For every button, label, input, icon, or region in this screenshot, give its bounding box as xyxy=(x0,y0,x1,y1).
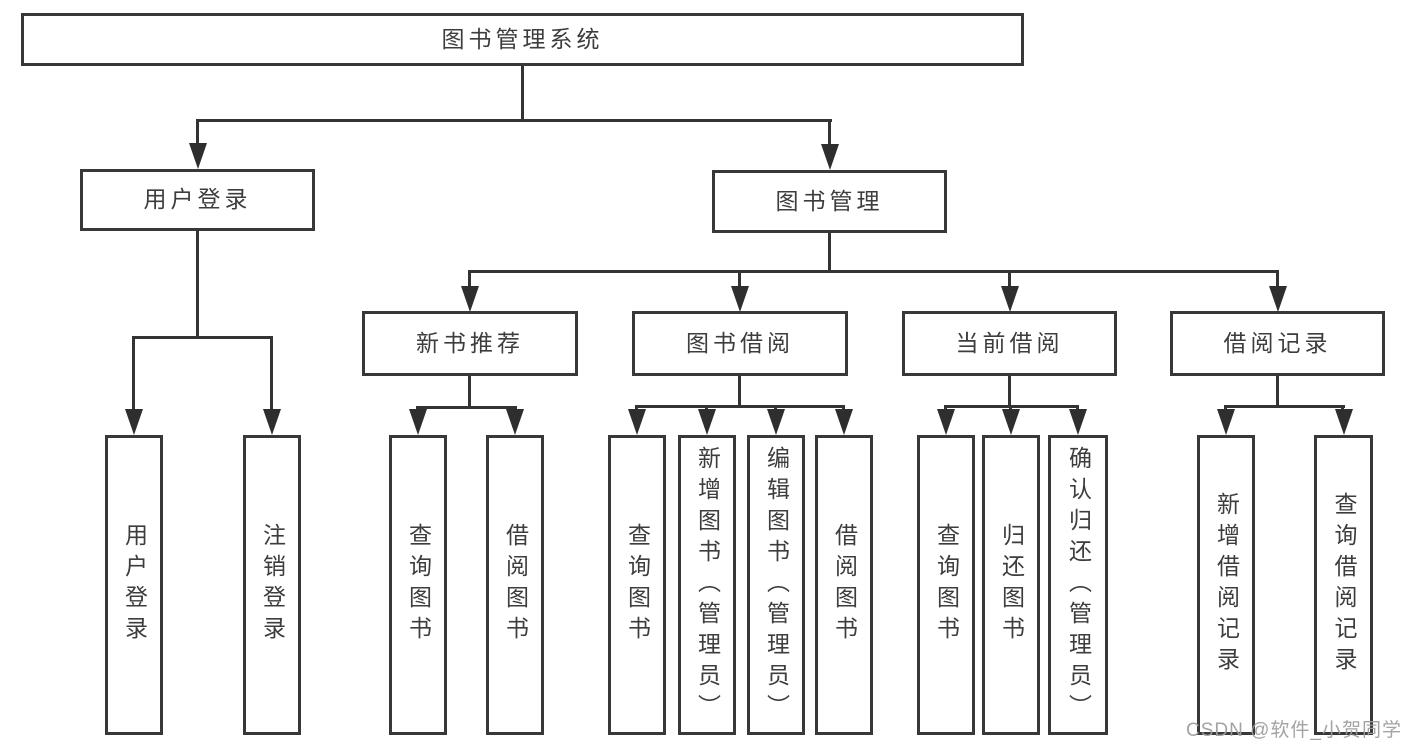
node-leaf-nbr-borrow-books: 借阅图书 xyxy=(486,435,544,735)
node-leaf-cb-confirm-return: 确认归还（管理员） xyxy=(1048,435,1108,735)
node-label: 新书推荐 xyxy=(416,329,524,356)
arrow-down-icon xyxy=(124,409,143,435)
node-book-borrowing: 图书借阅 xyxy=(632,311,848,376)
node-label: 用户登录 xyxy=(143,186,252,213)
node-label: 注销登录 xyxy=(259,523,286,647)
connector-line xyxy=(1276,376,1279,407)
connector-line xyxy=(270,336,273,411)
node-leaf-bb-edit-books: 编辑图书（管理员） xyxy=(747,435,805,735)
connector-line xyxy=(521,66,524,121)
connector-line xyxy=(1009,405,1012,412)
arrow-down-icon xyxy=(1068,409,1087,435)
node-borrowing-records: 借阅记录 xyxy=(1170,311,1385,376)
arrow-down-icon xyxy=(408,409,427,435)
node-label: 确认归还（管理员） xyxy=(1065,445,1092,725)
connector-line xyxy=(196,119,199,145)
node-leaf-cb-return-books: 归还图书 xyxy=(982,435,1040,735)
connector-line xyxy=(635,405,845,408)
arrow-down-icon xyxy=(627,409,646,435)
node-label: 图书管理系统 xyxy=(441,25,604,52)
node-label: 新增借阅记录 xyxy=(1213,492,1240,678)
node-leaf-nbr-query-books: 查询图书 xyxy=(389,435,447,735)
node-label: 借阅记录 xyxy=(1223,329,1332,356)
arrow-down-icon xyxy=(505,409,524,435)
arrow-down-icon xyxy=(834,409,853,435)
node-current-borrowing: 当前借阅 xyxy=(902,311,1117,376)
connector-line xyxy=(842,405,845,412)
csdn-watermark: CSDN @软件_小贺同学 xyxy=(1186,720,1402,741)
node-label: 查询图书 xyxy=(624,523,651,647)
connector-line xyxy=(1276,270,1279,288)
arrow-down-icon xyxy=(460,286,479,312)
arrow-down-icon xyxy=(730,286,749,312)
node-book-management: 图书管理 xyxy=(712,170,947,233)
node-label: 查询图书 xyxy=(933,523,960,647)
connector-line xyxy=(1224,405,1345,408)
node-label: 借阅图书 xyxy=(502,523,529,647)
node-new-book-recommend: 新书推荐 xyxy=(362,311,578,376)
arrow-down-icon xyxy=(1000,286,1019,312)
connector-line xyxy=(132,336,273,339)
node-root: 图书管理系统 xyxy=(21,13,1024,66)
connector-line xyxy=(196,119,832,122)
node-leaf-cb-query-books: 查询图书 xyxy=(917,435,975,735)
arrow-down-icon xyxy=(1001,409,1020,435)
connector-line xyxy=(1076,405,1079,412)
node-label: 新增图书（管理员） xyxy=(694,445,721,725)
connector-line xyxy=(468,270,471,288)
connector-line xyxy=(132,336,135,411)
connector-line xyxy=(828,233,831,273)
arrow-down-icon xyxy=(766,409,785,435)
node-label: 用户登录 xyxy=(121,523,148,647)
connector-line xyxy=(1341,405,1344,412)
node-label: 当前借阅 xyxy=(955,329,1064,356)
arrow-down-icon xyxy=(697,409,716,435)
connector-line xyxy=(416,406,517,409)
arrow-down-icon xyxy=(820,144,839,170)
node-user-login: 用户登录 xyxy=(80,169,315,231)
connector-line xyxy=(774,405,777,412)
connector-line xyxy=(1008,376,1011,407)
connector-line xyxy=(828,119,831,146)
connector-line xyxy=(705,405,708,412)
node-leaf-user-login: 用户登录 xyxy=(105,435,163,735)
node-label: 图书管理 xyxy=(775,187,884,214)
arrow-down-icon xyxy=(188,143,207,169)
arrow-down-icon xyxy=(936,409,955,435)
connector-line xyxy=(738,376,741,407)
node-leaf-br-add-record: 新增借阅记录 xyxy=(1197,435,1255,735)
arrow-down-icon xyxy=(1334,409,1353,435)
node-label: 借阅图书 xyxy=(831,523,858,647)
connector-line xyxy=(944,405,947,412)
connector-line xyxy=(468,270,1279,273)
connector-line xyxy=(738,270,741,288)
node-label: 图书借阅 xyxy=(686,329,794,356)
connector-line xyxy=(468,376,471,408)
node-label: 查询借阅记录 xyxy=(1331,492,1357,678)
node-label: 查询图书 xyxy=(405,523,432,647)
connector-line xyxy=(196,231,199,338)
connector-line xyxy=(1224,405,1227,412)
arrow-down-icon xyxy=(1268,286,1287,312)
node-leaf-logout: 注销登录 xyxy=(243,435,301,735)
connector-line xyxy=(635,405,638,412)
arrow-down-icon xyxy=(1217,409,1235,435)
node-leaf-bb-query-books: 查询图书 xyxy=(608,435,666,735)
arrow-down-icon xyxy=(262,409,281,435)
connector-line xyxy=(1008,270,1011,288)
node-label: 编辑图书（管理员） xyxy=(763,445,790,725)
node-leaf-br-query-record: 查询借阅记录 xyxy=(1314,435,1373,735)
node-leaf-bb-borrow-books: 借阅图书 xyxy=(815,435,873,735)
node-leaf-bb-add-books: 新增图书（管理员） xyxy=(678,435,736,735)
node-label: 归还图书 xyxy=(998,523,1025,647)
